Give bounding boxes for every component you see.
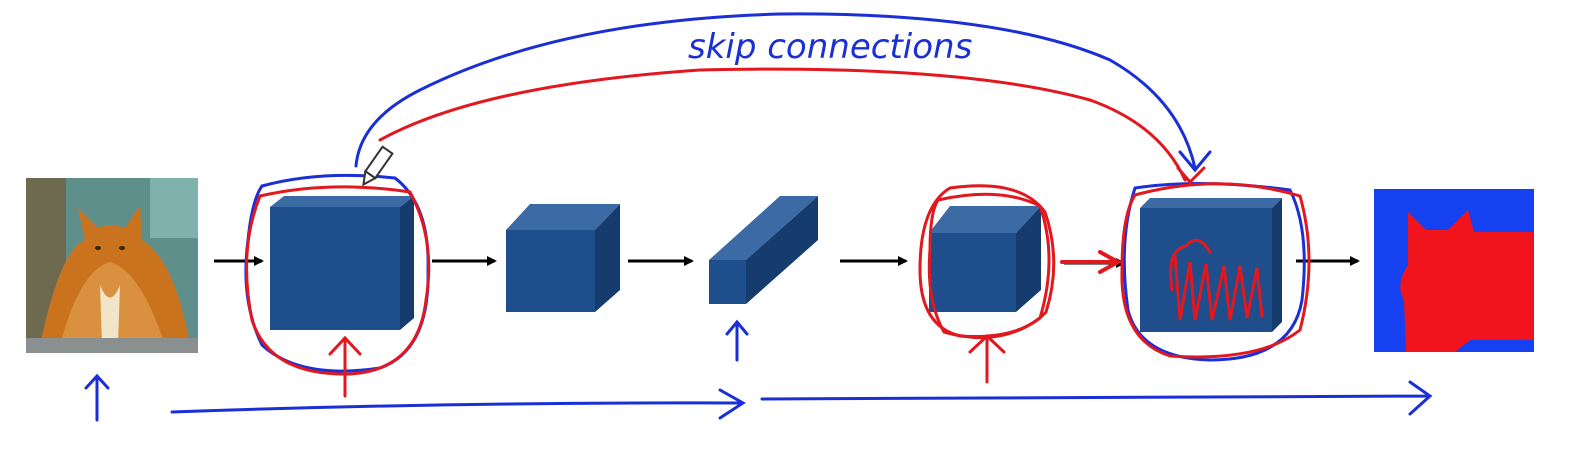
blue-skip-arc [354, 12, 1197, 170]
red-scribble [1169, 238, 1264, 321]
red-up-arrow-block1 [328, 335, 362, 398]
red-circle-block5 [1120, 182, 1311, 359]
pen-icon [362, 145, 394, 187]
red-circle-block4-inner [927, 192, 1051, 340]
red-circle-block1 [245, 185, 431, 376]
input-cat-image [26, 178, 198, 353]
decoder-block-1 [929, 206, 1041, 312]
red-up-arrow-block4 [968, 333, 1006, 384]
up-arrow-input [84, 373, 110, 422]
red-arrow-block4-to-block5 [1060, 250, 1123, 274]
skip-connections-label: skip connections [688, 27, 972, 67]
output-segmentation-mask [1374, 189, 1534, 352]
decoder-path-arrow [760, 380, 1433, 416]
encoder-block-2 [506, 204, 620, 312]
up-arrow-bottleneck [725, 319, 749, 362]
red-annotations [245, 67, 1311, 398]
encoder-path-arrow [170, 388, 746, 420]
red-skip-arc [378, 67, 1187, 182]
encoder-block-1 [270, 196, 414, 330]
bottleneck-block [709, 196, 818, 304]
decoder-block-2 [1140, 198, 1282, 332]
